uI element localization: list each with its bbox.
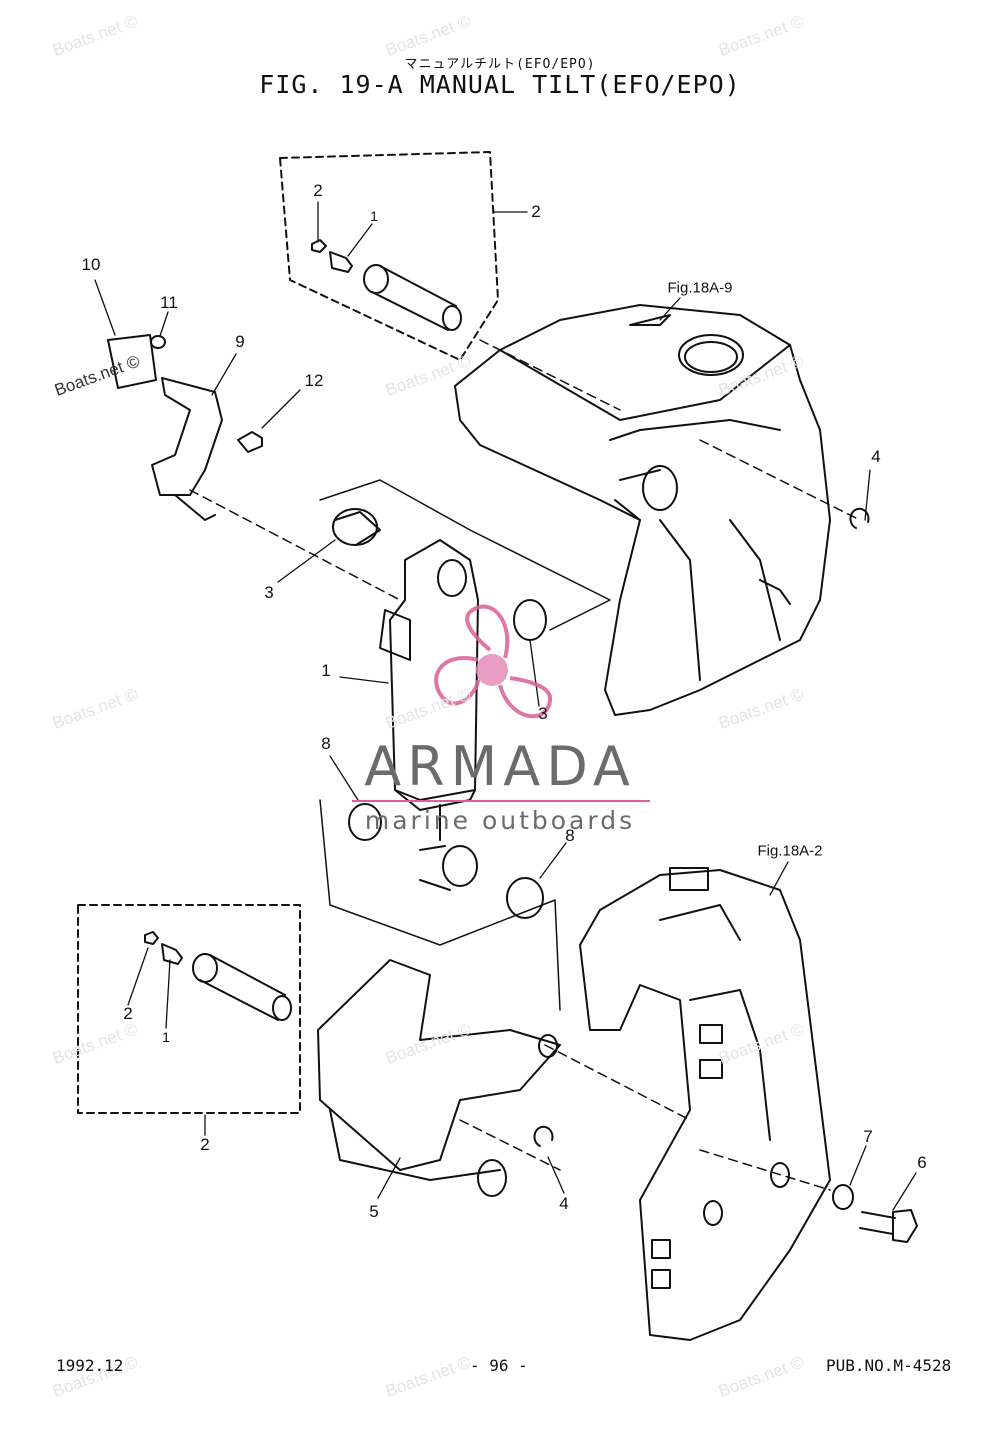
pin-bottom <box>144 931 292 1021</box>
group-box-bottom <box>77 904 301 1114</box>
callout-8-right: 8 <box>565 826 575 845</box>
group-box-top <box>279 151 499 361</box>
brand-logo-text: ARMADA <box>364 735 636 798</box>
figure-subtitle: マニュアルチルト(EFO/EPO) <box>404 57 596 72</box>
pin-top <box>311 239 462 331</box>
reference-label-upper: Fig.18A-9 <box>667 279 733 297</box>
swivel-bracket-upper <box>454 304 831 716</box>
grouping-lines <box>319 479 611 1011</box>
leader-lines <box>94 201 917 1211</box>
reference-label-lower: Fig.18A-2 <box>757 842 823 860</box>
callout-1-top-nipple: 1 <box>370 208 378 224</box>
callout-2-top-bolt: 2 <box>313 181 323 200</box>
callout-10: 10 <box>81 255 101 274</box>
callout-6: 6 <box>917 1153 927 1172</box>
plate-bracket-left <box>107 334 263 521</box>
callout-5: 5 <box>369 1202 379 1221</box>
callout-8-left: 8 <box>321 734 331 753</box>
assembly-guide-lines <box>189 339 861 1191</box>
clamp-bracket-lower <box>579 867 831 1341</box>
callout-2-top-group: 2 <box>531 202 541 221</box>
callout-1-bottom-nipple: 1 <box>162 1029 170 1045</box>
callout-4-lower: 4 <box>559 1194 569 1213</box>
footer-publication-number: PUB.NO.M-4528 <box>826 1356 952 1375</box>
footer-page-number: - 96 - <box>470 1356 528 1375</box>
tilt-cylinder <box>332 508 547 919</box>
footer-date: 1992.12 <box>56 1356 124 1375</box>
logo-propeller-mark <box>434 604 552 719</box>
callout-2-bottom-group: 2 <box>200 1135 210 1154</box>
callout-2-bottom-bolt: 2 <box>123 1004 133 1023</box>
brand-logo-tagline: marine outboards <box>364 806 636 835</box>
callout-1-cylinder: 1 <box>321 661 331 680</box>
callout-7: 7 <box>863 1127 873 1146</box>
callout-9: 9 <box>235 332 245 351</box>
callout-12: 12 <box>304 371 324 390</box>
callout-3-right: 3 <box>538 704 548 723</box>
swivel-frame-lower <box>317 959 561 1197</box>
callout-11: 11 <box>160 293 178 312</box>
figure-title: FIG. 19-A MANUAL TILT(EFO/EPO) <box>259 70 741 99</box>
callout-3-left: 3 <box>264 583 274 602</box>
callout-4-upper: 4 <box>871 447 881 466</box>
hardware-parts <box>533 507 918 1243</box>
